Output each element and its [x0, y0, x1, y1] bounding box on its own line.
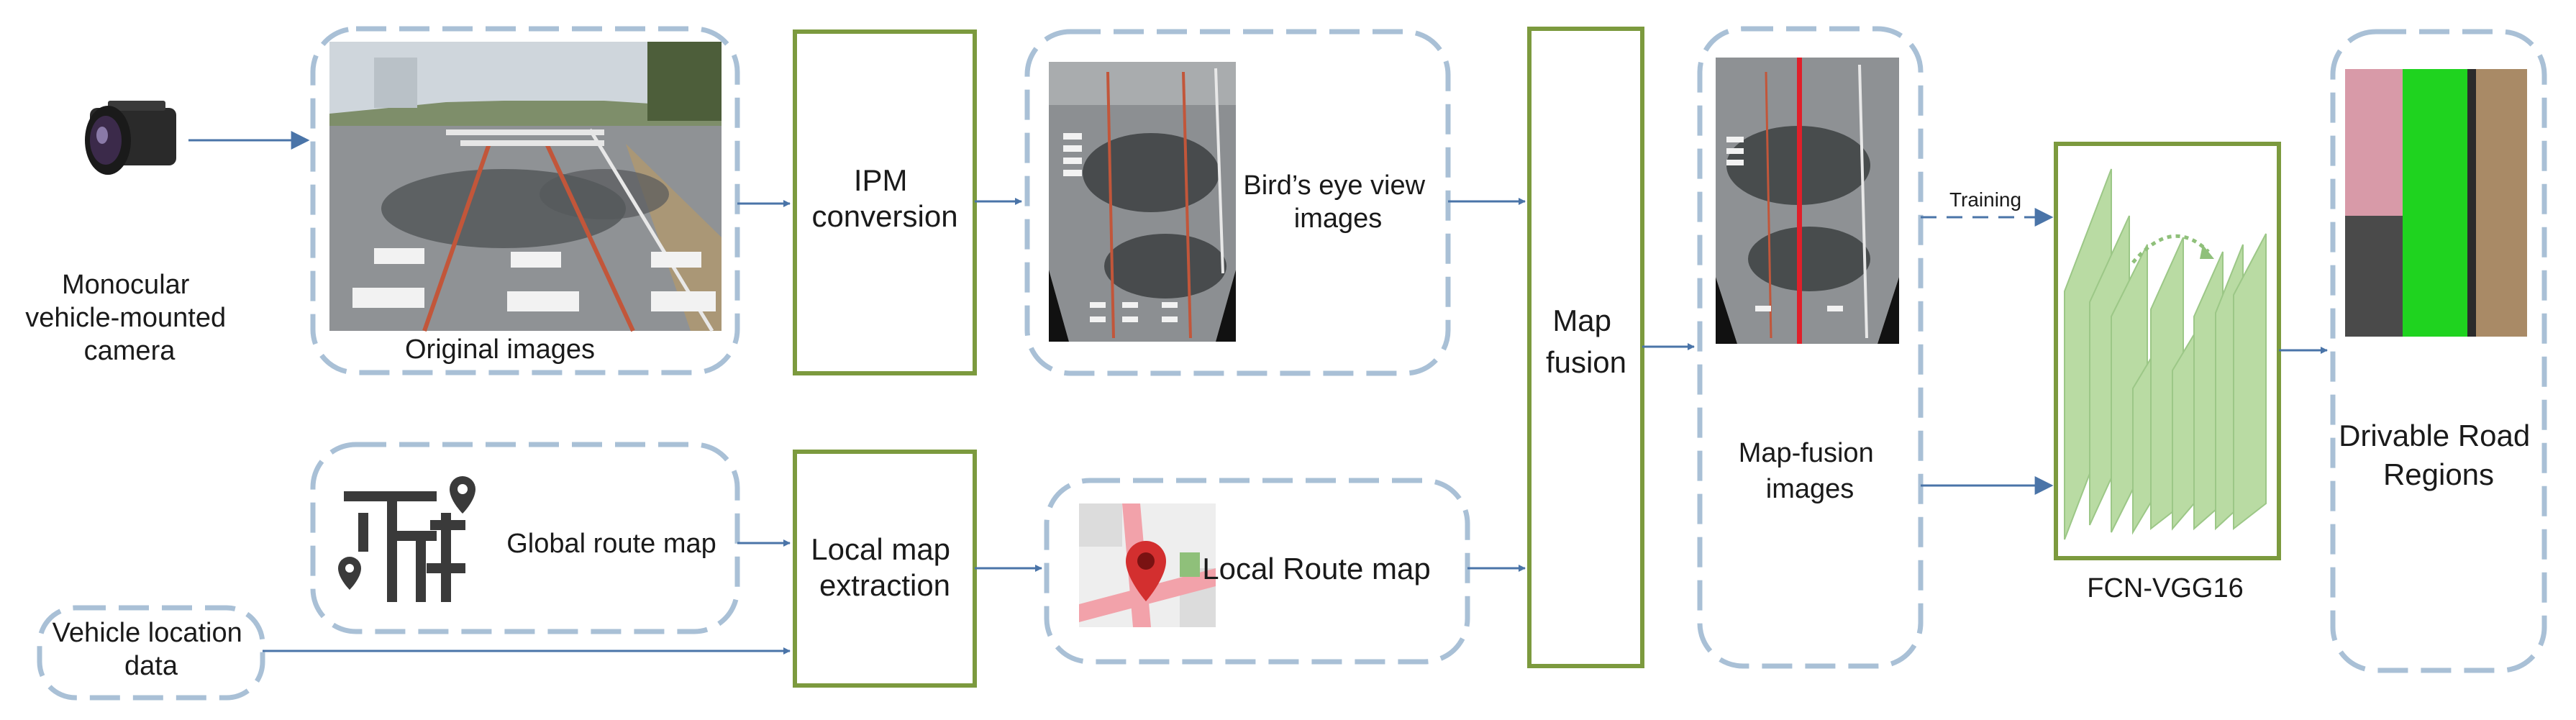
drivable-road-box: [2330, 29, 2547, 673]
vehicle-location-label: Vehicle location data: [53, 618, 250, 681]
map-pin-icon: [1126, 541, 1166, 601]
local-route-box: [1044, 478, 1470, 665]
vehicle-location-box: [37, 605, 265, 701]
skip-arrowhead-icon: [2200, 245, 2214, 259]
training-label: Training: [1949, 188, 2021, 211]
original-images-label: Original images: [405, 334, 595, 365]
skip-connection-icon: [2131, 234, 2210, 264]
map-fusion-label: Map fusion: [1546, 304, 1626, 379]
route-map-icon: [344, 491, 465, 602]
global-route-label: Global route map: [506, 529, 716, 559]
birds-eye-label: Bird’s eye view images: [1243, 170, 1432, 234]
original-road-photo: [329, 42, 722, 332]
route-pin-icon: [338, 476, 475, 590]
camera-label: Monocular vehicle-mounted camera: [25, 270, 233, 366]
birds-eye-image: [1049, 62, 1236, 342]
local-map-thumbnail: [1079, 503, 1216, 627]
local-route-label: Local Route map: [1202, 552, 1431, 585]
original-images-box: [310, 26, 740, 375]
fcn-vgg16-label: FCN-VGG16: [2087, 573, 2243, 603]
local-map-extraction-label: Local map extraction: [811, 532, 958, 602]
network-layers-icon: [2064, 168, 2267, 540]
global-route-box: [310, 442, 740, 634]
map-fusion-images-box: [1697, 26, 1924, 669]
ipm-conversion-box: [793, 29, 977, 375]
map-fusion-images-label: Map-fusion images: [1739, 438, 1882, 504]
drivable-road-image: [2345, 69, 2527, 337]
camera-icon: [85, 101, 176, 175]
local-map-extraction-box: [793, 450, 977, 688]
ipm-conversion-label: IPM conversion: [811, 163, 957, 233]
map-fusion-box: [1527, 27, 1644, 668]
map-fusion-image: [1716, 58, 1899, 344]
drivable-road-label: Drivable Road Regions: [2339, 419, 2539, 491]
